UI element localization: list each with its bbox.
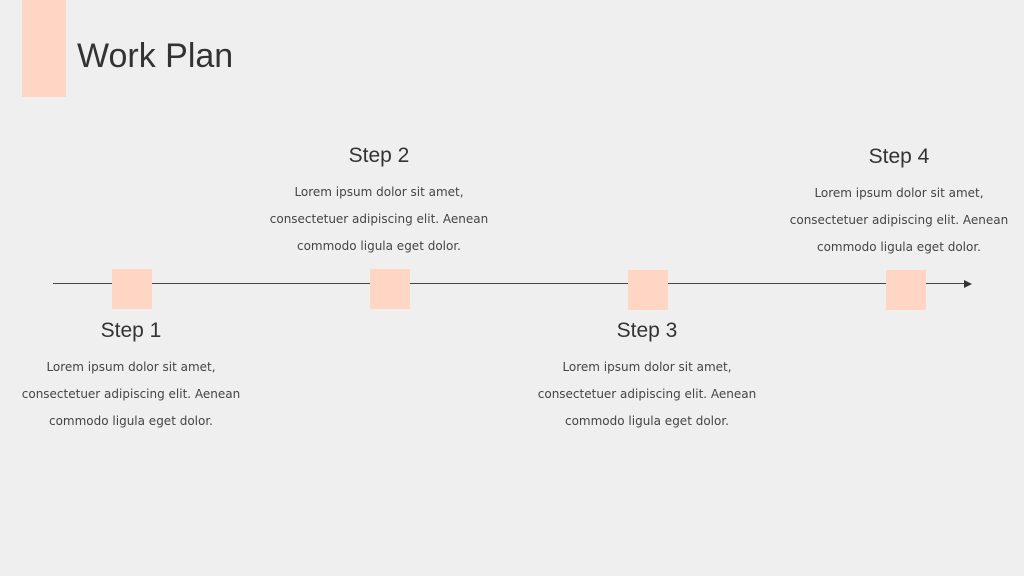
step-description: Lorem ipsum dolor sit amet, consectetuer… bbox=[11, 354, 251, 435]
step-description: Lorem ipsum dolor sit amet, consectetuer… bbox=[527, 354, 767, 435]
slide-title: Work Plan bbox=[77, 37, 234, 75]
step-description-line: consectetuer adipiscing elit. Aenean bbox=[269, 212, 489, 226]
step-3: Step 3 Lorem ipsum dolor sit amet, conse… bbox=[527, 318, 767, 435]
timeline-marker-step-3 bbox=[628, 270, 668, 310]
timeline-marker-step-2 bbox=[370, 269, 410, 309]
step-description-line: commodo ligula eget dolor. bbox=[296, 239, 461, 253]
step-description-line: commodo ligula eget dolor. bbox=[816, 240, 981, 254]
step-description-line: commodo ligula eget dolor. bbox=[564, 414, 729, 428]
step-description-line: consectetuer adipiscing elit. Aenean bbox=[789, 213, 1009, 227]
step-description-line: Lorem ipsum dolor sit amet, bbox=[46, 360, 216, 374]
title-accent-bar bbox=[22, 0, 66, 97]
timeline-line bbox=[53, 283, 965, 284]
step-description: Lorem ipsum dolor sit amet, consectetuer… bbox=[779, 180, 1019, 261]
step-heading: Step 4 bbox=[868, 145, 930, 168]
step-description-line: consectetuer adipiscing elit. Aenean bbox=[21, 387, 241, 401]
timeline-marker-step-1 bbox=[112, 269, 152, 309]
step-description-line: Lorem ipsum dolor sit amet, bbox=[562, 360, 732, 374]
step-description-line: consectetuer adipiscing elit. Aenean bbox=[537, 387, 757, 401]
step-1: Step 1 Lorem ipsum dolor sit amet, conse… bbox=[11, 318, 251, 435]
step-description-line: Lorem ipsum dolor sit amet, bbox=[814, 186, 984, 200]
step-description: Lorem ipsum dolor sit amet, consectetuer… bbox=[259, 179, 499, 260]
step-description-line: commodo ligula eget dolor. bbox=[48, 414, 213, 428]
step-4: Step 4 Lorem ipsum dolor sit amet, conse… bbox=[779, 144, 1019, 261]
step-2: Step 2 Lorem ipsum dolor sit amet, conse… bbox=[259, 143, 499, 260]
step-description-line: Lorem ipsum dolor sit amet, bbox=[294, 185, 464, 199]
timeline-arrow-icon bbox=[964, 280, 972, 288]
step-heading: Step 3 bbox=[616, 319, 678, 342]
step-heading: Step 2 bbox=[348, 144, 410, 167]
step-heading: Step 1 bbox=[100, 319, 162, 342]
timeline-marker-step-4 bbox=[886, 270, 926, 310]
